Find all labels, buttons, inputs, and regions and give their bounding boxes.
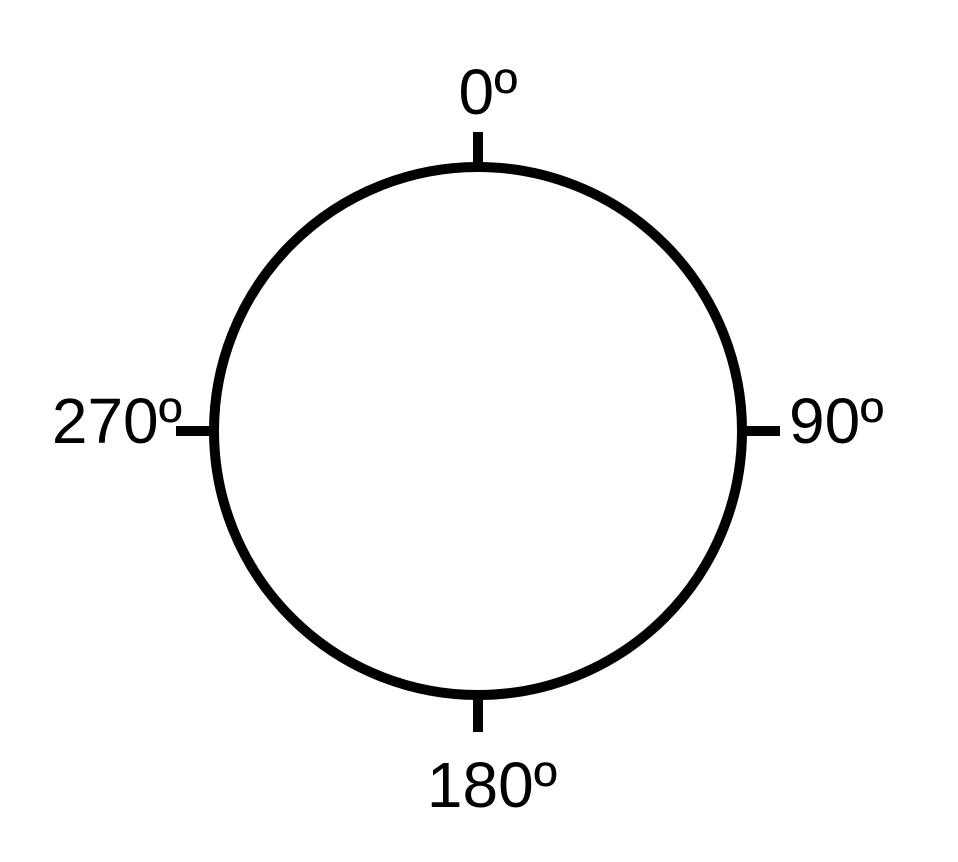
label-270-degrees: 270º <box>52 385 182 457</box>
label-90-degrees: 90º <box>789 385 884 457</box>
label-0-degrees: 0º <box>459 56 518 128</box>
label-180-degrees: 180º <box>427 749 557 821</box>
compass-circle <box>209 162 747 700</box>
